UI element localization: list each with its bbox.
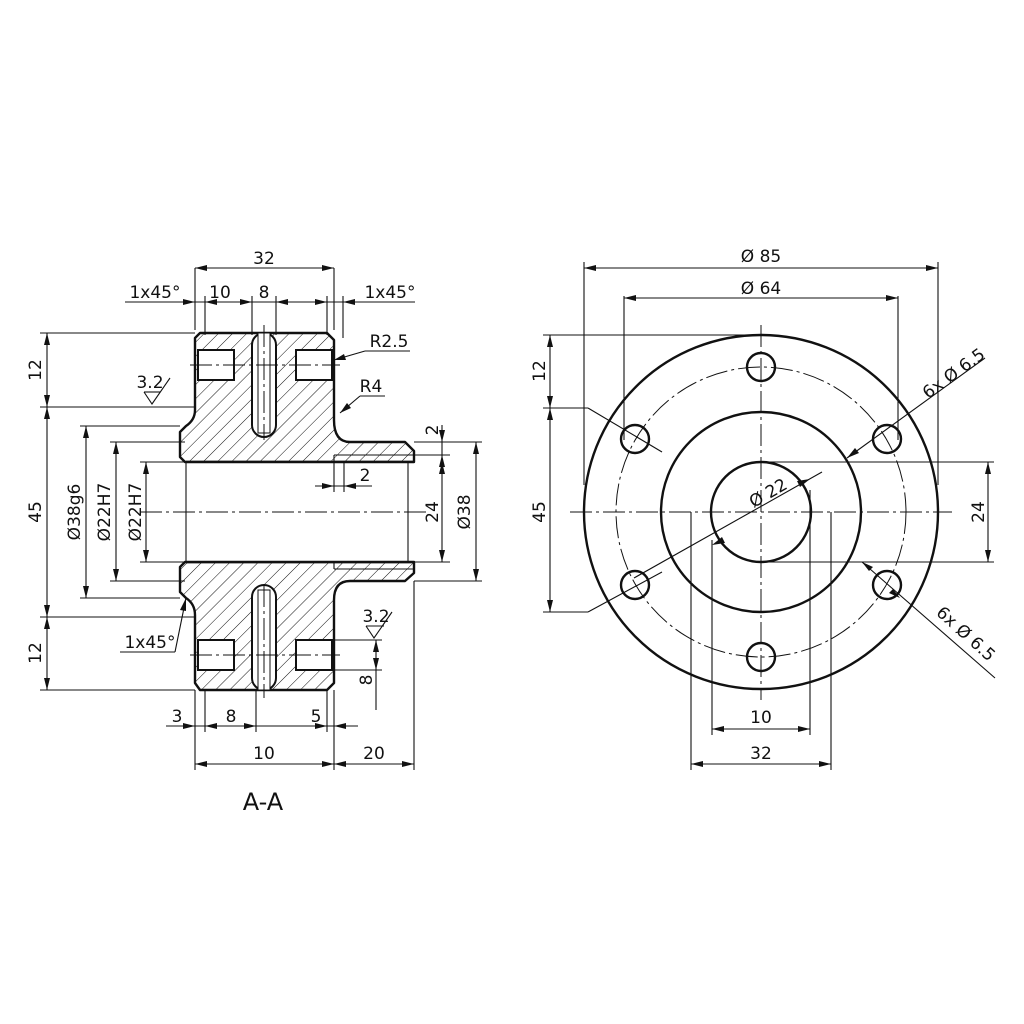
section-view bbox=[140, 325, 430, 698]
dim-5-bottom: 5 bbox=[311, 707, 322, 727]
dim-8-top: 8 bbox=[259, 283, 270, 303]
dim-10-bottom: 10 bbox=[253, 744, 275, 764]
section-label: A-A bbox=[243, 788, 284, 816]
dim-2-step: 2 bbox=[423, 425, 443, 436]
bolt-hole-top bbox=[745, 351, 777, 383]
dim-chamfer-left-bottom: 1x45° bbox=[124, 633, 175, 653]
dim-dia-22: Ø 22 bbox=[746, 475, 791, 513]
dim-8-bottom: 8 bbox=[226, 707, 237, 727]
svg-text:3.2: 3.2 bbox=[136, 373, 163, 393]
dim-3-bottom: 3 bbox=[172, 707, 183, 727]
dim-holes-bottom: 6x Ø 6.5 bbox=[932, 603, 999, 666]
dim-45-front: 45 bbox=[530, 501, 550, 523]
dim-12-front: 12 bbox=[530, 360, 550, 382]
front-view bbox=[570, 325, 952, 700]
dim-2-inner: 2 bbox=[360, 466, 371, 486]
dim-20-bottom: 20 bbox=[363, 744, 385, 764]
dim-12-bottom-left: 12 bbox=[26, 642, 46, 664]
dim-dia-38: Ø38 bbox=[455, 494, 475, 529]
bolt-hole-bottom bbox=[745, 641, 777, 673]
dim-dia-38g6: Ø38g6 bbox=[65, 484, 85, 541]
svg-text:3.2: 3.2 bbox=[362, 607, 389, 627]
dim-10-front: 10 bbox=[750, 708, 772, 728]
dim-10-top: 10 bbox=[209, 283, 231, 303]
section-dimensions: 32 1x45° 10 8 1x45° R2.5 R4 bbox=[26, 249, 482, 770]
roughness-symbol-top: 3.2 bbox=[136, 373, 171, 405]
bolt-hole-lower-right bbox=[871, 569, 903, 601]
dim-r4: R4 bbox=[360, 377, 383, 397]
dim-chamfer-left-top: 1x45° bbox=[129, 283, 180, 303]
roughness-symbol-bottom: 3.2 bbox=[362, 607, 393, 639]
dim-holes-top: 6x Ø 6.5 bbox=[919, 345, 989, 404]
dim-24-front: 24 bbox=[969, 501, 989, 523]
dim-32-top: 32 bbox=[253, 249, 275, 269]
dim-45-left: 45 bbox=[26, 501, 46, 523]
dim-32-front: 32 bbox=[750, 744, 772, 764]
dim-dia-85: Ø 85 bbox=[741, 247, 781, 267]
front-dimensions: Ø 85 Ø 64 12 45 24 6x Ø 6.5 bbox=[530, 247, 999, 770]
bolt-hole-upper-left bbox=[619, 423, 651, 455]
dim-dia-22h7-inner: Ø22H7 bbox=[126, 483, 146, 542]
dim-dia-64: Ø 64 bbox=[741, 279, 781, 299]
dim-24-section: 24 bbox=[423, 501, 443, 523]
bolt-hole-lower-left bbox=[619, 569, 651, 601]
dim-dia-22h7-outer: Ø22H7 bbox=[95, 483, 115, 542]
dim-chamfer-right-top: 1x45° bbox=[364, 283, 415, 303]
dim-12-top-left: 12 bbox=[26, 359, 46, 381]
dim-r2-5: R2.5 bbox=[370, 332, 409, 352]
dim-8-right: 8 bbox=[357, 675, 377, 686]
